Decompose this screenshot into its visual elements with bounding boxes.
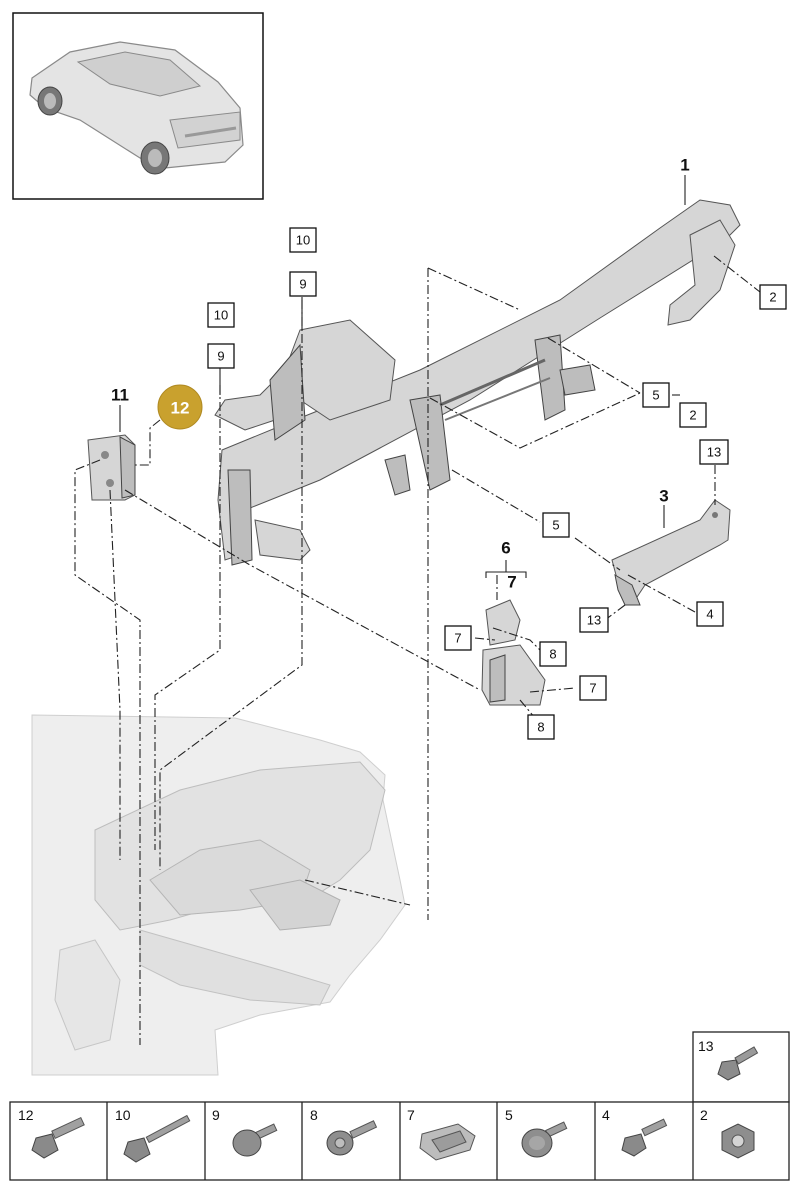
tile-label: 12 xyxy=(18,1107,34,1123)
callout-5-upper[interactable]: 5 xyxy=(642,382,670,408)
leader-lines xyxy=(74,175,761,1045)
callout-text: 8 xyxy=(549,647,556,662)
callout-text: 2 xyxy=(689,408,696,423)
callout-8-upper[interactable]: 8 xyxy=(539,641,567,667)
assembly-label-7: 7 xyxy=(507,573,516,592)
assembly-label-11: 11 xyxy=(111,386,129,405)
fastener-tile-8[interactable]: 8 xyxy=(310,1107,378,1156)
callout-13-lower[interactable]: 13 xyxy=(579,607,609,633)
callout-text: 13 xyxy=(707,445,721,460)
car-overview-icon xyxy=(29,41,244,175)
callout-text: 10 xyxy=(214,308,228,323)
hex-bolt-icon xyxy=(621,1118,668,1157)
callout-13-upper[interactable]: 13 xyxy=(699,439,729,465)
flange-bolt-icon xyxy=(521,1121,568,1158)
highlight-label: 12 xyxy=(171,399,190,418)
fastener-tile-2[interactable]: 2 xyxy=(700,1107,755,1159)
callout-10-upper[interactable]: 10 xyxy=(289,227,317,253)
callout-10-left[interactable]: 10 xyxy=(207,302,235,328)
callout-text: 2 xyxy=(769,290,776,305)
stud-bolt-icon xyxy=(123,1114,191,1163)
fastener-tile-10[interactable]: 10 xyxy=(115,1107,191,1163)
fastener-tile-5[interactable]: 5 xyxy=(505,1107,568,1158)
callout-text: 9 xyxy=(299,277,306,292)
callout-text: 7 xyxy=(454,631,461,646)
highlighted-callout-12[interactable]: 12 xyxy=(157,384,203,430)
callout-7-left[interactable]: 7 xyxy=(444,625,472,651)
callout-text: 4 xyxy=(706,607,713,622)
callout-text: 10 xyxy=(296,233,310,248)
bracket-11[interactable] xyxy=(87,434,136,501)
assembly-label-1: 1 xyxy=(680,156,689,175)
callout-text: 9 xyxy=(217,349,224,364)
tile-label: 5 xyxy=(505,1107,513,1123)
flange-screw-icon xyxy=(232,1123,278,1157)
tile-label: 4 xyxy=(602,1107,610,1123)
fastener-tile-12[interactable]: 12 xyxy=(18,1107,85,1159)
tile-label: 9 xyxy=(212,1107,220,1123)
support-strut-3[interactable] xyxy=(611,499,731,606)
tile-label: 2 xyxy=(700,1107,708,1123)
vehicle-thumbnail[interactable] xyxy=(12,12,264,200)
tile-label: 10 xyxy=(115,1107,131,1123)
long-bolt-icon xyxy=(31,1116,85,1159)
tile-label: 7 xyxy=(407,1107,415,1123)
assembly-label-6: 6 xyxy=(501,539,510,558)
fastener-tile-7[interactable]: 7 xyxy=(407,1107,476,1161)
fastener-tile-4[interactable]: 4 xyxy=(602,1107,668,1157)
callout-text: 7 xyxy=(589,681,596,696)
callout-4[interactable]: 4 xyxy=(696,601,724,627)
tile-label: 13 xyxy=(698,1038,714,1054)
callout-text: 13 xyxy=(587,613,601,628)
callout-2-top[interactable]: 2 xyxy=(759,284,787,310)
callout-2-middle[interactable]: 2 xyxy=(679,402,707,428)
assembly-label-3: 3 xyxy=(659,487,668,506)
spring-clip-nut-icon xyxy=(419,1123,476,1161)
callout-9-left[interactable]: 9 xyxy=(207,343,235,369)
callout-7-right[interactable]: 7 xyxy=(579,675,607,701)
fastener-legend: 13 12 10 xyxy=(9,1031,790,1181)
callout-text: 5 xyxy=(552,518,559,533)
callout-5-lower[interactable]: 5 xyxy=(542,512,570,538)
hex-nut-icon xyxy=(721,1123,755,1159)
callout-text: 5 xyxy=(652,388,659,403)
fastener-tile-9[interactable]: 9 xyxy=(212,1107,278,1157)
dashboard-context-ghost xyxy=(31,714,406,1076)
shoulder-bolt-icon xyxy=(717,1046,759,1081)
fastener-tile-13[interactable]: 13 xyxy=(692,1031,790,1103)
callout-9-upper[interactable]: 9 xyxy=(289,271,317,297)
tile-label: 8 xyxy=(310,1107,318,1123)
bracket-assembly-6[interactable] xyxy=(481,599,546,706)
cross-car-beam[interactable] xyxy=(214,199,741,566)
callout-text: 8 xyxy=(537,720,544,735)
washer-screw-icon xyxy=(326,1120,378,1156)
callout-8-lower[interactable]: 8 xyxy=(527,714,555,740)
